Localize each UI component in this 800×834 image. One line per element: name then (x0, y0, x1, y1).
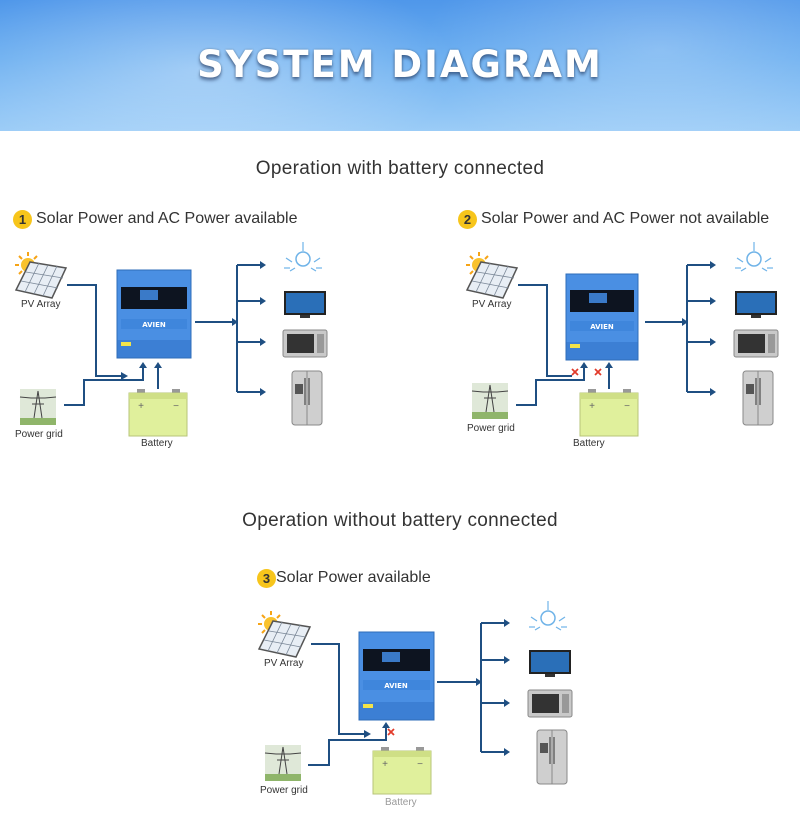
wiring (64, 264, 260, 406)
cross-icon (387, 728, 395, 736)
light-bulb-icon (529, 601, 567, 631)
pv-array-label: PV Array (264, 658, 304, 669)
solar-panel-icon (14, 261, 68, 299)
diagram-number-badge: 3 (257, 569, 276, 588)
page-title: SYSTEM DIAGRAM (197, 43, 603, 86)
power-grid-label: Power grid (15, 429, 63, 440)
tv-icon (735, 291, 777, 318)
power-grid-label: Power grid (260, 785, 308, 796)
battery-icon: + − (579, 389, 639, 437)
diagram-title: Solar Power and AC Power not available (481, 210, 770, 227)
section-title-with-battery: Operation with battery connected (255, 158, 545, 179)
tv-icon (529, 650, 571, 677)
solar-panel-icon (257, 620, 312, 658)
microwave-icon (282, 329, 328, 358)
svg-text:−: − (173, 401, 179, 412)
power-tower-icon (264, 745, 302, 781)
light-bulb-icon (735, 242, 773, 272)
cross-icon (571, 368, 602, 376)
battery-icon: + − (372, 747, 432, 795)
inverter-icon: AVIEN (565, 273, 639, 361)
diagram-number-badge: 2 (458, 210, 477, 229)
inverter-brand: AVIEN (590, 323, 614, 331)
refrigerator-icon (536, 729, 568, 785)
battery-label: Battery (573, 438, 605, 449)
inverter-icon: AVIEN (116, 269, 192, 359)
svg-text:−: − (624, 401, 630, 412)
diagram-number-badge: 1 (13, 210, 32, 229)
microwave-icon (733, 329, 779, 358)
section-title-without-battery: Operation without battery connected (242, 510, 558, 531)
microwave-icon (527, 689, 573, 718)
arrowheads (364, 619, 510, 756)
pv-array-label: PV Array (21, 299, 61, 310)
arrowheads (121, 261, 266, 396)
svg-text:+: + (382, 759, 388, 770)
pv-array-label: PV Array (472, 299, 512, 310)
power-tower-icon (19, 389, 57, 425)
inverter-brand: AVIEN (142, 321, 166, 329)
header-banner: SYSTEM DIAGRAM (0, 0, 800, 131)
diagram-title: Solar Power and AC Power available (36, 210, 298, 227)
tv-icon (284, 291, 326, 318)
svg-text:−: − (417, 759, 423, 770)
refrigerator-icon (742, 370, 774, 426)
power-grid-label: Power grid (467, 423, 515, 434)
inverter-icon: AVIEN (358, 631, 435, 721)
svg-text:+: + (138, 401, 144, 412)
inverter-brand: AVIEN (384, 682, 408, 690)
battery-label: Battery (385, 797, 417, 808)
wiring (516, 264, 710, 406)
battery-icon: + − (128, 389, 188, 437)
refrigerator-icon (291, 370, 323, 426)
solar-panel-icon (465, 261, 519, 299)
wiring (308, 622, 504, 766)
diagram-title: Solar Power available (276, 569, 431, 586)
arrowheads (580, 261, 716, 396)
battery-label: Battery (141, 438, 173, 449)
light-bulb-icon (284, 242, 322, 272)
power-tower-icon (471, 383, 509, 419)
svg-text:+: + (589, 401, 595, 412)
